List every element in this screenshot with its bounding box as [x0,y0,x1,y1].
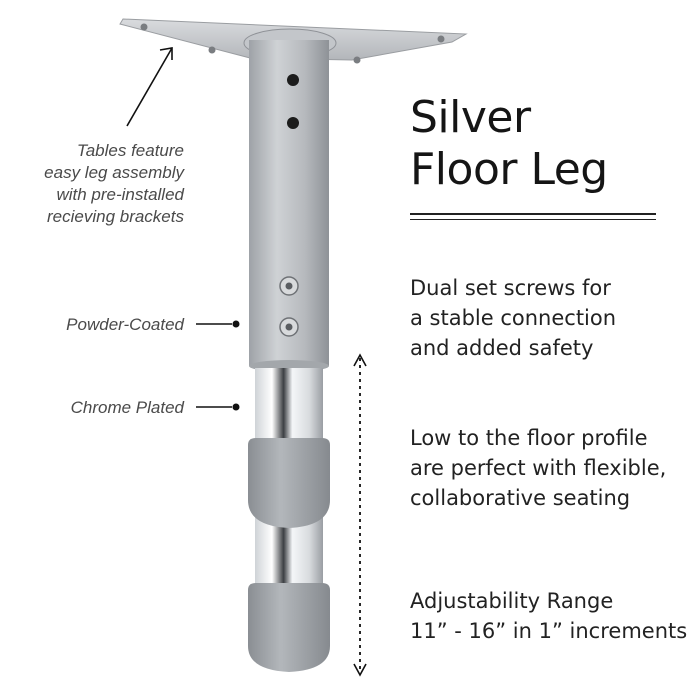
annotation-lines [126,47,240,411]
title-divider [410,213,656,215]
feature-line: Low to the floor profile [410,426,648,450]
feature-line: collaborative seating [410,486,631,510]
feature-line: a stable connection [410,306,617,330]
bracket-annotation-line: easy leg assembly [44,163,184,182]
powder-coated-label: Powder-Coated [66,314,184,336]
adjustment-hole [287,74,299,86]
feature-line: Adjustability Range [410,589,614,613]
feature-set-screws: Dual set screws for a stable connection … [410,273,616,363]
feature-line: and added safety [410,336,594,360]
set-screws [279,276,299,337]
title-line: Floor Leg [410,144,608,195]
chrome-plated-label: Chrome Plated [71,397,184,419]
feature-line: are perfect with flexible, [410,456,667,480]
bracket-annotation-line: recieving brackets [46,207,184,226]
title-divider [410,219,656,220]
bracket-annotation-line: Tables feature [76,141,184,160]
bracket-annotation-line: with pre-installed [56,185,184,204]
feature-line: Dual set screws for [410,276,611,300]
feature-line: 11” - 16” in 1” increments [410,619,688,643]
adjustment-hole [287,117,299,129]
bracket-annotation: Tables feature easy leg assembly with pr… [44,140,184,228]
powder-coated-tube [249,40,329,372]
page-title: Silver Floor Leg [410,92,608,196]
powder-coated-text: Powder-Coated [66,315,184,334]
feature-adjustability: Adjustability Range 11” - 16” in 1” incr… [410,586,687,646]
range-dimension-arrow [353,353,367,677]
title-line: Silver [410,92,531,143]
feature-low-profile: Low to the floor profile are perfect wit… [410,423,666,513]
chrome-plated-text: Chrome Plated [70,398,184,417]
foot-caps [248,438,330,672]
